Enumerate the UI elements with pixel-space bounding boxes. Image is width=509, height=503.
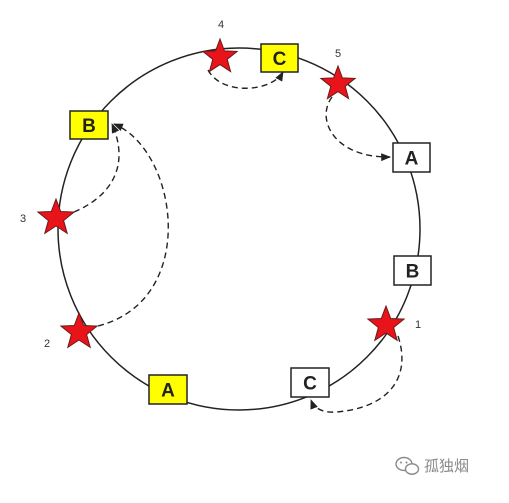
arrow-star-5-to-a-right xyxy=(325,96,391,162)
box-a-bottom-rect xyxy=(148,374,188,405)
box-a-bottom: A xyxy=(148,374,188,405)
box-b-left-label: B xyxy=(82,116,96,137)
star-4-label: 4 xyxy=(218,19,224,31)
box-b-left: B xyxy=(69,110,109,140)
star-1-group: 1 xyxy=(366,304,421,342)
box-b-right: B xyxy=(393,255,432,286)
wechat-icon xyxy=(395,456,420,475)
star-2-icon xyxy=(59,311,99,349)
star-1-label: 1 xyxy=(415,319,421,331)
star-5-icon xyxy=(319,64,357,100)
box-b-left-rect xyxy=(69,110,109,140)
star-5-label: 5 xyxy=(335,48,341,60)
star-2-label: 2 xyxy=(44,338,50,350)
box-c-top-label: C xyxy=(273,49,287,70)
box-b-right-rect xyxy=(393,255,432,286)
arrow-star-3-to-b-left xyxy=(73,123,120,213)
arrow-star-4-to-c-top xyxy=(207,69,284,89)
star-4-icon xyxy=(201,37,239,73)
box-b-right-label: B xyxy=(406,262,420,283)
box-c-top-rect xyxy=(260,43,299,73)
watermark-text: 孤独烟 xyxy=(424,457,469,475)
box-c-top: C xyxy=(260,43,299,73)
star-1-icon xyxy=(366,304,406,342)
star-3-group: 3 xyxy=(20,197,76,235)
ring xyxy=(57,47,421,411)
arrows xyxy=(73,69,403,413)
arrow-star-1-to-c-bottom xyxy=(310,335,403,413)
box-c-bottom: C xyxy=(290,367,330,398)
star-2-group: 2 xyxy=(44,311,99,350)
star-3-label: 3 xyxy=(20,213,26,225)
star-4-group: 4 xyxy=(201,19,239,73)
watermark: 孤独烟 xyxy=(395,456,469,475)
arrow-star-2-to-b-left xyxy=(97,123,169,327)
box-a-right-rect xyxy=(392,142,431,173)
box-a-bottom-label: A xyxy=(161,381,175,402)
box-c-bottom-label: C xyxy=(303,374,317,395)
box-c-bottom-rect xyxy=(290,367,330,398)
box-a-right: A xyxy=(392,142,431,173)
star-5-group: 5 xyxy=(319,48,357,100)
box-a-right-label: A xyxy=(405,149,419,170)
star-3-icon xyxy=(36,197,76,235)
